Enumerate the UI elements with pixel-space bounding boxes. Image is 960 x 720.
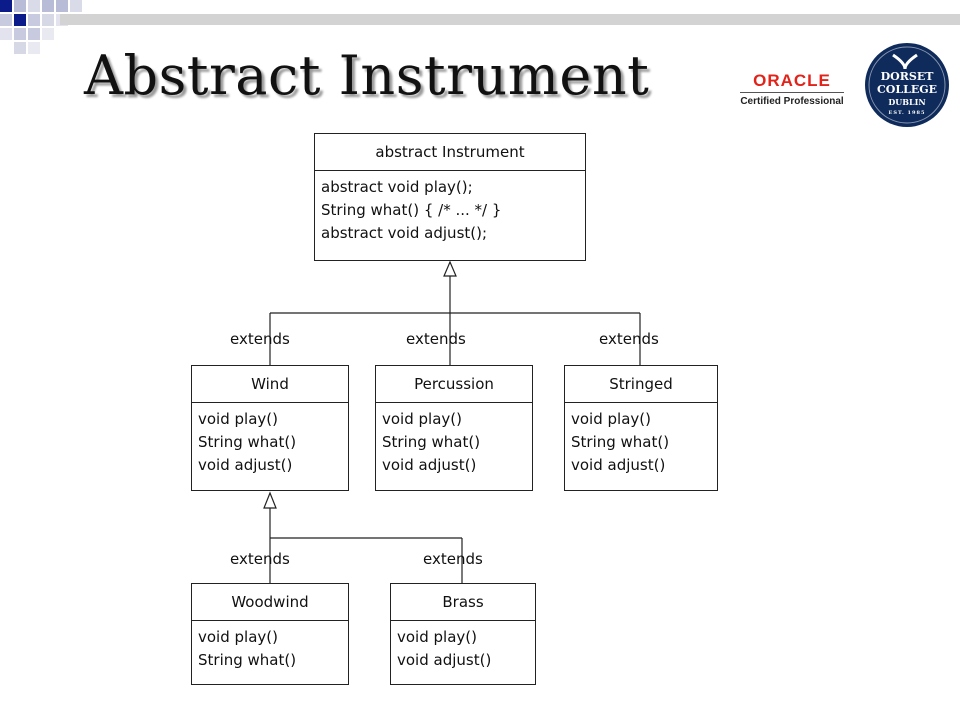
method: void play() <box>198 628 278 646</box>
class-name: Percussion <box>376 366 532 403</box>
seal-emblem-icon <box>868 46 946 124</box>
method: String what() <box>571 433 670 451</box>
class-name: Brass <box>391 584 535 621</box>
seal-line3: DUBLIN <box>888 97 926 107</box>
extends-label: extends <box>406 330 466 348</box>
extends-label: extends <box>230 550 290 568</box>
method: void adjust() <box>382 456 477 474</box>
class-instrument: abstract Instrument abstract void play()… <box>314 133 586 261</box>
oracle-brand: ORACLE <box>753 71 831 90</box>
class-stringed: Stringed void play() String what() void … <box>564 365 718 491</box>
class-name: abstract Instrument <box>315 134 585 171</box>
inherit-arrowhead <box>443 260 457 277</box>
class-wind: Wind void play() String what() void adju… <box>191 365 349 491</box>
method: void adjust() <box>571 456 666 474</box>
oracle-subtitle: Certified Professional <box>740 96 844 107</box>
class-percussion: Percussion void play() String what() voi… <box>375 365 533 491</box>
method: String what() <box>198 433 297 451</box>
class-name: Wind <box>192 366 348 403</box>
corner-decoration <box>0 0 960 54</box>
method: String what() <box>382 433 481 451</box>
method: String what() <box>198 651 297 669</box>
class-name: Stringed <box>565 366 717 403</box>
method: abstract void play(); <box>321 178 473 196</box>
seal-line4: EST. 1985 <box>888 110 926 116</box>
oracle-divider <box>740 92 844 93</box>
inherit-arrowhead <box>263 491 277 509</box>
class-brass: Brass void play() void adjust() <box>390 583 536 685</box>
extends-label: extends <box>230 330 290 348</box>
method: void adjust() <box>198 456 293 474</box>
class-woodwind: Woodwind void play() String what() <box>191 583 349 685</box>
slide-title: Abstract Instrument <box>84 44 650 107</box>
extends-label: extends <box>423 550 483 568</box>
college-seal-logo: DORSET COLLEGE DUBLIN EST. 1985 <box>865 43 949 127</box>
extends-label: extends <box>599 330 659 348</box>
seal-line2: COLLEGE <box>877 83 937 96</box>
class-name: Woodwind <box>192 584 348 621</box>
method: void play() <box>397 628 477 646</box>
method: void play() <box>198 410 278 428</box>
oracle-certified-logo: ORACLE Certified Professional <box>736 72 848 107</box>
method: abstract void adjust(); <box>321 224 488 242</box>
method: void adjust() <box>397 651 492 669</box>
method: void play() <box>571 410 651 428</box>
method: void play() <box>382 410 462 428</box>
method: String what() { /* ... */ } <box>321 201 502 219</box>
seal-line1: DORSET <box>880 70 934 83</box>
